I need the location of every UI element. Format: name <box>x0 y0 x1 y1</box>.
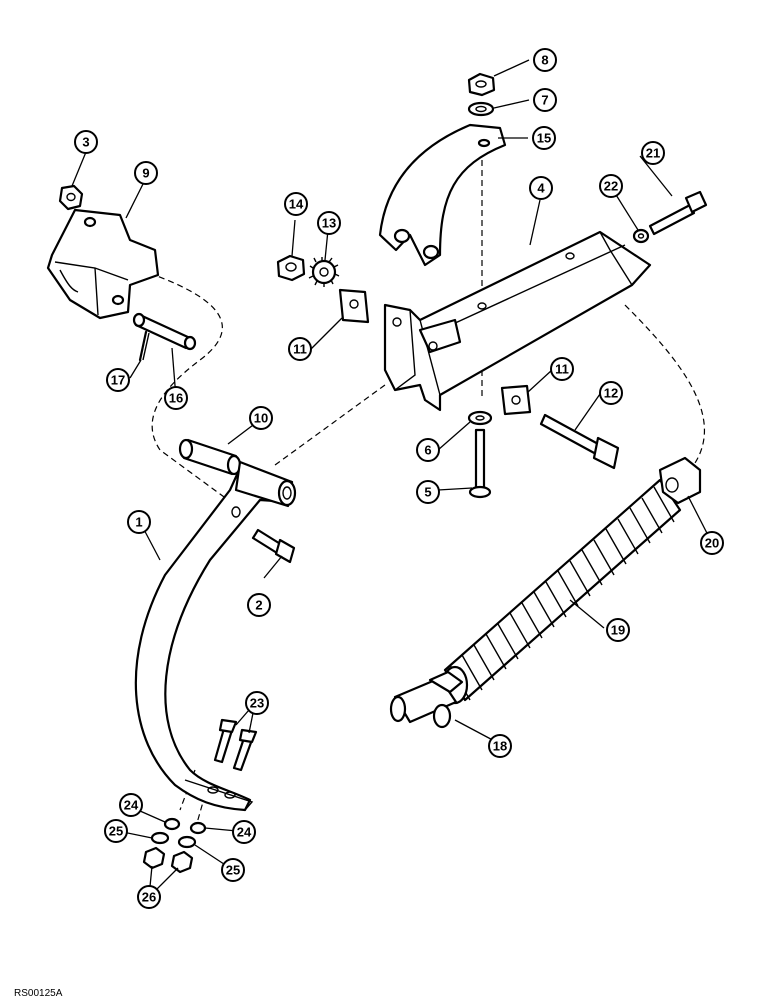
callout-label: 24 <box>124 798 139 813</box>
callout-label: 4 <box>537 181 545 196</box>
callout: 23 <box>245 691 269 715</box>
callout-label: 23 <box>250 696 264 711</box>
callout-label: 1 <box>135 515 142 530</box>
callout: 17 <box>106 368 130 392</box>
callout: 26 <box>137 885 161 909</box>
callout: 14 <box>284 192 308 216</box>
callout: 19 <box>606 618 630 642</box>
washer-part-7 <box>467 101 495 117</box>
callout-label: 20 <box>705 536 719 551</box>
callout: 4 <box>529 176 553 200</box>
callout: 18 <box>488 734 512 758</box>
nuts-part-26 <box>142 846 194 874</box>
shim-part-11-upper <box>338 288 370 324</box>
callout-label: 7 <box>541 93 548 108</box>
callout: 25 <box>104 819 128 843</box>
callout-label: 6 <box>424 443 431 458</box>
callout: 11 <box>550 357 574 381</box>
callout: 12 <box>599 381 623 405</box>
callout-label: 21 <box>646 146 660 161</box>
lock-washer-part-13 <box>308 257 340 287</box>
spring-part-19 <box>441 478 682 705</box>
lock-washers-part-24 <box>163 817 207 835</box>
callout: 7 <box>533 88 557 112</box>
callout: 24 <box>119 793 143 817</box>
spring-end-part-16 <box>389 670 464 729</box>
washers-part-25 <box>150 831 197 849</box>
spring-mount-part-15 <box>378 123 507 267</box>
bolt-part-21 <box>648 190 708 236</box>
callout-label: 10 <box>254 411 268 426</box>
callout-label: 25 <box>226 863 240 878</box>
callout: 16 <box>164 386 188 410</box>
callout-label: 26 <box>142 890 156 905</box>
callout-label: 8 <box>541 53 548 68</box>
callout: 6 <box>416 438 440 462</box>
callout-label: 5 <box>424 485 431 500</box>
callout-label: 15 <box>537 131 551 146</box>
callout: 24 <box>232 820 256 844</box>
callout-label: 17 <box>111 373 125 388</box>
bolt-part-12 <box>539 413 620 470</box>
pin-part-17 <box>132 312 197 351</box>
nut-part-14 <box>276 254 306 282</box>
shank-part-1 <box>134 460 297 812</box>
callout: 10 <box>249 406 273 430</box>
cotter-pin-part-18 <box>138 330 150 362</box>
callout-label: 19 <box>611 623 625 638</box>
callout: 11 <box>288 337 312 361</box>
callout: 9 <box>134 161 158 185</box>
callout: 1 <box>127 510 151 534</box>
callout: 22 <box>599 174 623 198</box>
callout-label: 25 <box>109 824 123 839</box>
callout: 21 <box>641 141 665 165</box>
bolt-part-2 <box>251 528 296 564</box>
callout-label: 3 <box>82 135 89 150</box>
spring-end-part-20 <box>658 456 702 505</box>
callout: 25 <box>221 858 245 882</box>
bushing-part-10 <box>178 438 242 476</box>
callout: 15 <box>532 126 556 150</box>
washer-part-6 <box>467 410 493 426</box>
frame-bracket-part-4 <box>383 230 652 412</box>
callout: 13 <box>317 211 341 235</box>
callout-label: 9 <box>142 166 149 181</box>
shim-part-11-lower <box>500 384 532 416</box>
nut-part-3 <box>58 184 84 211</box>
callout-label: 11 <box>293 342 307 357</box>
callout-label: 2 <box>255 598 262 613</box>
callout: 3 <box>74 130 98 154</box>
callout-label: 11 <box>555 362 569 377</box>
callout: 8 <box>533 48 557 72</box>
leader-lines <box>71 59 713 898</box>
callout-label: 14 <box>289 197 304 212</box>
nut-part-8 <box>467 72 496 97</box>
callout-label: 22 <box>604 179 618 194</box>
bolt-part-5 <box>468 428 492 499</box>
callout-label: 18 <box>493 739 507 754</box>
callout: 5 <box>416 480 440 504</box>
washer-part-22 <box>632 228 650 244</box>
drawing-id: RS00125A <box>14 988 63 999</box>
callout: 20 <box>700 531 724 555</box>
callout: 2 <box>247 593 271 617</box>
callout-label: 16 <box>169 391 183 406</box>
callout-label: 24 <box>237 825 252 840</box>
bracket-part-9 <box>46 208 160 320</box>
callout-label: 13 <box>322 216 336 231</box>
callout-label: 12 <box>604 386 618 401</box>
plow-bolts-part-23 <box>213 718 258 772</box>
